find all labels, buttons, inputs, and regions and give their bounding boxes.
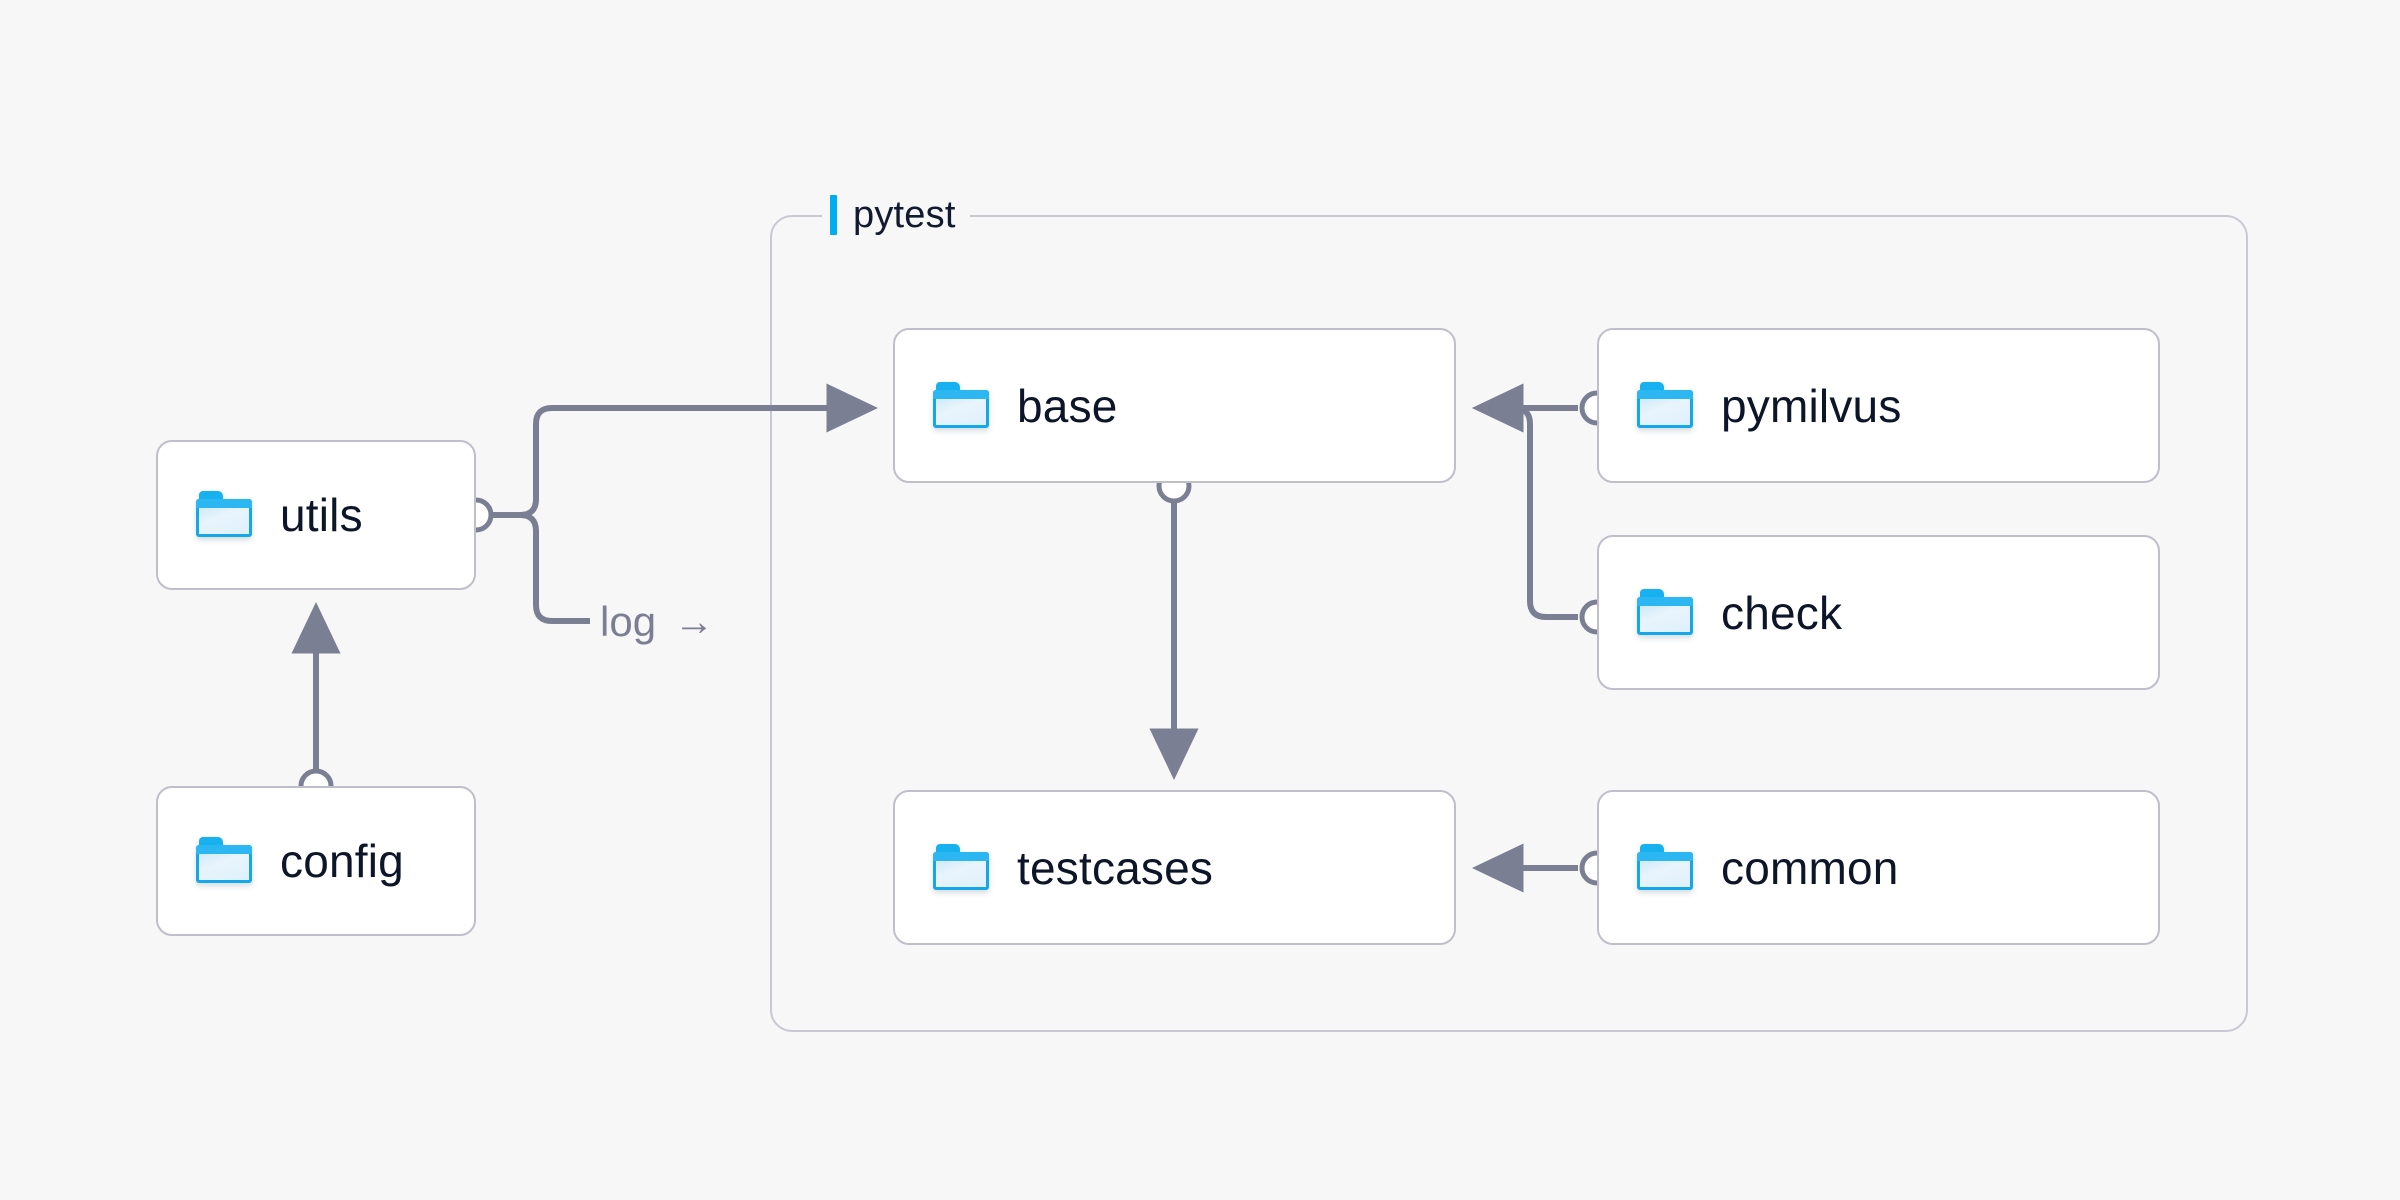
arrow-right-icon: → <box>674 600 715 644</box>
folder-icon <box>1637 381 1693 430</box>
folder-icon <box>1637 843 1693 892</box>
node-base[interactable]: base <box>893 328 1456 483</box>
node-label: common <box>1721 841 1899 894</box>
node-check[interactable]: check <box>1597 535 2160 690</box>
folder-icon <box>196 491 252 539</box>
node-common[interactable]: common <box>1597 790 2160 945</box>
node-label: check <box>1721 586 1843 639</box>
node-label: config <box>280 835 404 887</box>
node-label: base <box>1017 379 1118 432</box>
edge-utils-to-log <box>488 512 590 624</box>
folder-icon <box>1637 588 1693 637</box>
group-accent-bar <box>830 195 837 235</box>
folder-icon <box>196 837 252 885</box>
node-utils[interactable]: utils <box>156 440 476 590</box>
folder-icon <box>933 843 989 892</box>
edge-label-log-text: log <box>600 598 657 645</box>
node-testcases[interactable]: testcases <box>893 790 1456 945</box>
node-label: pymilvus <box>1721 379 1902 432</box>
node-label: utils <box>280 489 363 541</box>
pytest-group-container[interactable] <box>770 215 2248 1032</box>
pytest-group-label: pytest <box>822 191 970 239</box>
node-label: testcases <box>1017 841 1214 894</box>
edge-label-log: log → <box>600 598 714 646</box>
node-pymilvus[interactable]: pymilvus <box>1597 328 2160 483</box>
node-config[interactable]: config <box>156 786 476 936</box>
folder-icon <box>933 381 989 430</box>
group-label-text: pytest <box>853 193 956 236</box>
